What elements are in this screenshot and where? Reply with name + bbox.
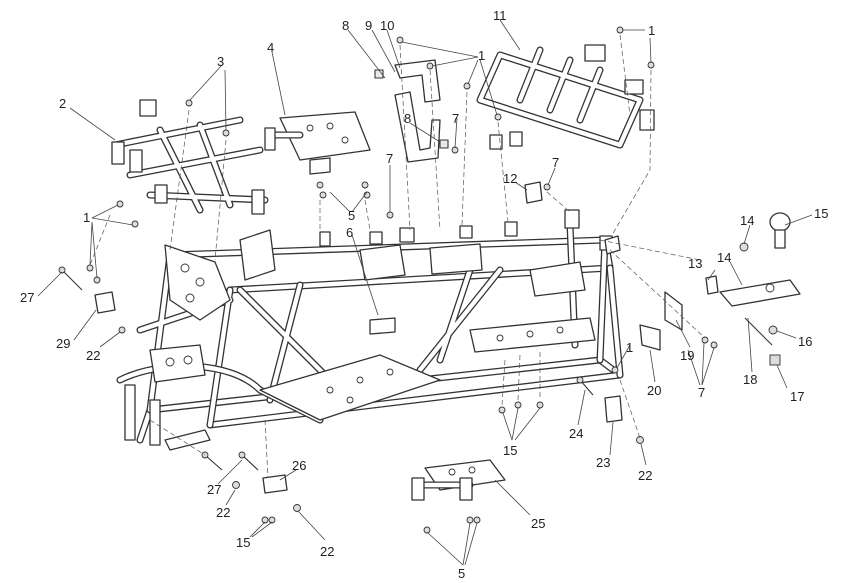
callout-1c: 1: [648, 23, 655, 38]
callout-13: 13: [688, 256, 702, 271]
callout-22b: 22: [638, 468, 652, 483]
callout-15a: 14: [740, 213, 754, 228]
callout-2: 2: [59, 96, 66, 111]
callout-7a: 7: [452, 111, 459, 126]
callout-leaders: [37, 19, 813, 566]
callout-1b: 1: [478, 48, 485, 63]
callout-7d: 7: [698, 385, 705, 400]
callout-7c: 7: [552, 155, 559, 170]
callout-7b: 7: [386, 151, 393, 166]
callout-14: 14: [717, 250, 731, 265]
rear-rack-part-11: [476, 44, 655, 150]
callout-1a: 1: [83, 210, 90, 225]
callout-5a: 5: [348, 208, 355, 223]
callout-4: 4: [267, 40, 274, 55]
callout-8a: 8: [342, 18, 349, 33]
seat-mount-part-4: [264, 111, 371, 175]
hitch-assembly: [639, 212, 801, 351]
hardware-bolts: [86, 26, 781, 534]
callout-22d: 22: [320, 544, 334, 559]
main-frame: [116, 209, 624, 451]
callout-27b: 27: [207, 482, 221, 497]
callout-15c: 15: [236, 535, 250, 550]
callout-9: 9: [365, 18, 372, 33]
callout-23: 23: [596, 455, 610, 470]
callout-26: 26: [292, 458, 306, 473]
callout-29: 29: [56, 336, 70, 351]
callout-5b: 5: [458, 566, 465, 581]
callout-25: 25: [531, 516, 545, 531]
callout-22a: 22: [86, 348, 100, 363]
small-brackets: [94, 181, 623, 494]
front-rack-part-2: [111, 99, 269, 215]
callout-20: 19: [680, 348, 694, 363]
callout-10: 10: [380, 18, 394, 33]
callout-22c: 22: [216, 505, 230, 520]
callout-15b: 15: [503, 443, 517, 458]
callout-24: 24: [569, 426, 583, 441]
callout-labels: 2 3 4 8 9 10 1 11 1 8 7 7 7 12 5 6 1 27 …: [20, 8, 828, 581]
callout-18: 17: [790, 389, 804, 404]
callout-17: 16: [798, 334, 812, 349]
callout-11: 11: [493, 8, 507, 23]
callout-19: 18: [743, 372, 757, 387]
callout-8b: 8: [404, 111, 411, 126]
callout-27a: 27: [20, 290, 34, 305]
callout-21: 20: [647, 383, 661, 398]
callout-6: 6: [346, 225, 353, 240]
callout-12: 12: [503, 171, 517, 186]
bracket-parts-8-9-10: [374, 59, 449, 163]
dashed-guide-lines: [89, 34, 706, 479]
callout-16: 15: [814, 206, 828, 221]
callout-3: 3: [217, 54, 224, 69]
callout-1e: 1: [626, 340, 633, 355]
lower-crossmember-part-25: [411, 459, 506, 501]
